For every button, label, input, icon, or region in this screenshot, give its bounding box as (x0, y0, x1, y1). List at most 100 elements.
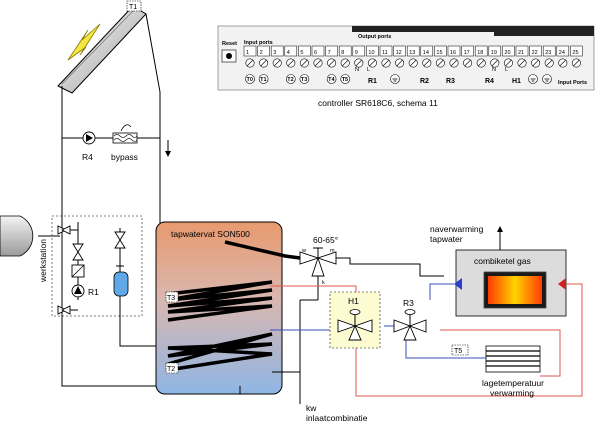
svg-text:T5: T5 (342, 77, 348, 83)
terminal-8: 8 (338, 45, 352, 68)
terminal-number: 8 (341, 50, 344, 56)
input-sensor-t2: T2 (285, 74, 296, 84)
terminal-number: 11 (382, 50, 388, 56)
terminal-number: 2 (260, 50, 263, 56)
terminal-number: 17 (464, 50, 470, 56)
sensor-t2-label: T2 (167, 366, 175, 373)
terminal-mark: L (505, 67, 508, 73)
sensor-t3-tag (165, 291, 179, 303)
terminal-number: 24 (559, 50, 565, 56)
output-group-r4: R4 (485, 78, 494, 85)
output-group-h1: H1 (512, 78, 521, 85)
terminal-number: 16 (450, 50, 456, 56)
terminal-number: 12 (396, 50, 402, 56)
terminal-16: 16 (447, 45, 461, 68)
terminal-number: 13 (409, 50, 415, 56)
sun-bolt-icon (67, 23, 101, 61)
input-sensor-t4: T4 (326, 74, 337, 84)
terminal-number: 15 (436, 50, 442, 56)
valve-icon (72, 243, 84, 261)
reset-button[interactable] (221, 49, 237, 63)
terminal-number: 23 (545, 50, 551, 56)
sensor-t1-label: T1 (129, 4, 137, 11)
controller-panel (217, 25, 595, 91)
input-sensor-t1: T1 (258, 74, 269, 84)
sensor-t5-tag (451, 344, 469, 356)
sensor-t1-tag (126, 0, 142, 12)
terminal-14: 14 (420, 45, 434, 68)
terminal-number: 25 (572, 50, 578, 56)
input-sensor-t3: T3 (299, 74, 310, 84)
terminal-number: 1 (246, 50, 249, 56)
floor-heating-label-line2: verwarming (490, 388, 534, 398)
terminal-4: 4 (284, 45, 298, 68)
terminal-number: 14 (423, 50, 429, 56)
hot-water-tank (155, 221, 301, 395)
terminal-23: 23 (542, 45, 556, 68)
heating-pipes (270, 283, 583, 397)
combi-boiler (454, 249, 567, 317)
terminal-25: 25 (570, 45, 583, 68)
terminal-22: 22 (529, 45, 542, 68)
pump-r4 (82, 131, 96, 145)
bypass-label: bypass (111, 152, 138, 162)
mixing-valve-port-m: m (330, 248, 335, 254)
inlet-label-line1: kw (306, 403, 317, 413)
terminal-7: 7 (325, 45, 338, 68)
terminal-13: 13 (406, 45, 420, 68)
terminal-20: 20 (502, 45, 515, 68)
mixing-valve-temperature: 60-65° (313, 235, 338, 245)
terminal-number: 22 (532, 50, 538, 56)
cold-inlet-pipe (272, 300, 301, 404)
terminal-18: 18 (474, 45, 488, 68)
terminal-mark: N (355, 67, 359, 73)
h1-three-way-valve (337, 309, 373, 341)
terminal-number: 3 (273, 50, 276, 56)
flowmeter-icon (71, 264, 85, 278)
input-sensor-t5: T5 (340, 74, 351, 84)
terminal-number: 6 (314, 50, 317, 56)
air-separator-icon (113, 265, 129, 297)
terminal-number: 9 (355, 50, 358, 56)
output-group-r3: R3 (446, 78, 455, 85)
boiler-title: combiketel gas (474, 256, 531, 266)
reset-label: Reset (222, 41, 237, 47)
r3-three-way-valve (393, 309, 427, 341)
output-group-r1: R1 (368, 78, 377, 85)
bypass-icon (112, 124, 138, 144)
terminal-11: 11 (379, 45, 393, 68)
work-station-label: werkstation (38, 239, 48, 283)
floor-heating-label-line1: lagetemperatuur (482, 378, 544, 388)
terminal-number: 20 (504, 50, 510, 56)
afterheat-label-line1: naverwarming (430, 224, 484, 234)
mixing-valve-port-w: w (301, 248, 306, 254)
valve-icon (57, 305, 71, 315)
r3-valve-label: R3 (403, 298, 414, 308)
pump-r4-label: R4 (82, 152, 93, 162)
solar-collector (57, 5, 147, 94)
terminal-5: 5 (298, 45, 311, 68)
svg-text:T1: T1 (260, 77, 266, 83)
work-station-box (51, 215, 143, 317)
expansion-vessel (0, 215, 60, 257)
tank-title: tapwatervat SON500 (171, 229, 250, 239)
terminal-9: 9 (352, 45, 366, 68)
terminal-2: 2 (257, 45, 270, 68)
terminal-number: 7 (328, 50, 331, 56)
sensor-t5-label: T5 (454, 348, 462, 355)
sensor-t2-tag (165, 362, 179, 374)
input-sensor-t0: T0 (245, 74, 255, 84)
terminal-21: 21 (515, 45, 529, 68)
radiator-icon (485, 345, 541, 373)
terminal-number: 21 (518, 50, 524, 56)
svg-text:T4: T4 (328, 77, 335, 83)
terminal-12: 12 (393, 45, 406, 68)
terminal-number: 5 (300, 50, 303, 56)
svg-text:T3: T3 (301, 77, 307, 83)
terminal-17: 17 (461, 45, 474, 68)
sensor-t3-label: T3 (167, 295, 175, 302)
terminal-1: 1 (243, 45, 257, 68)
terminal-19: 19 (488, 45, 502, 68)
pump-r1-label: R1 (88, 287, 99, 297)
